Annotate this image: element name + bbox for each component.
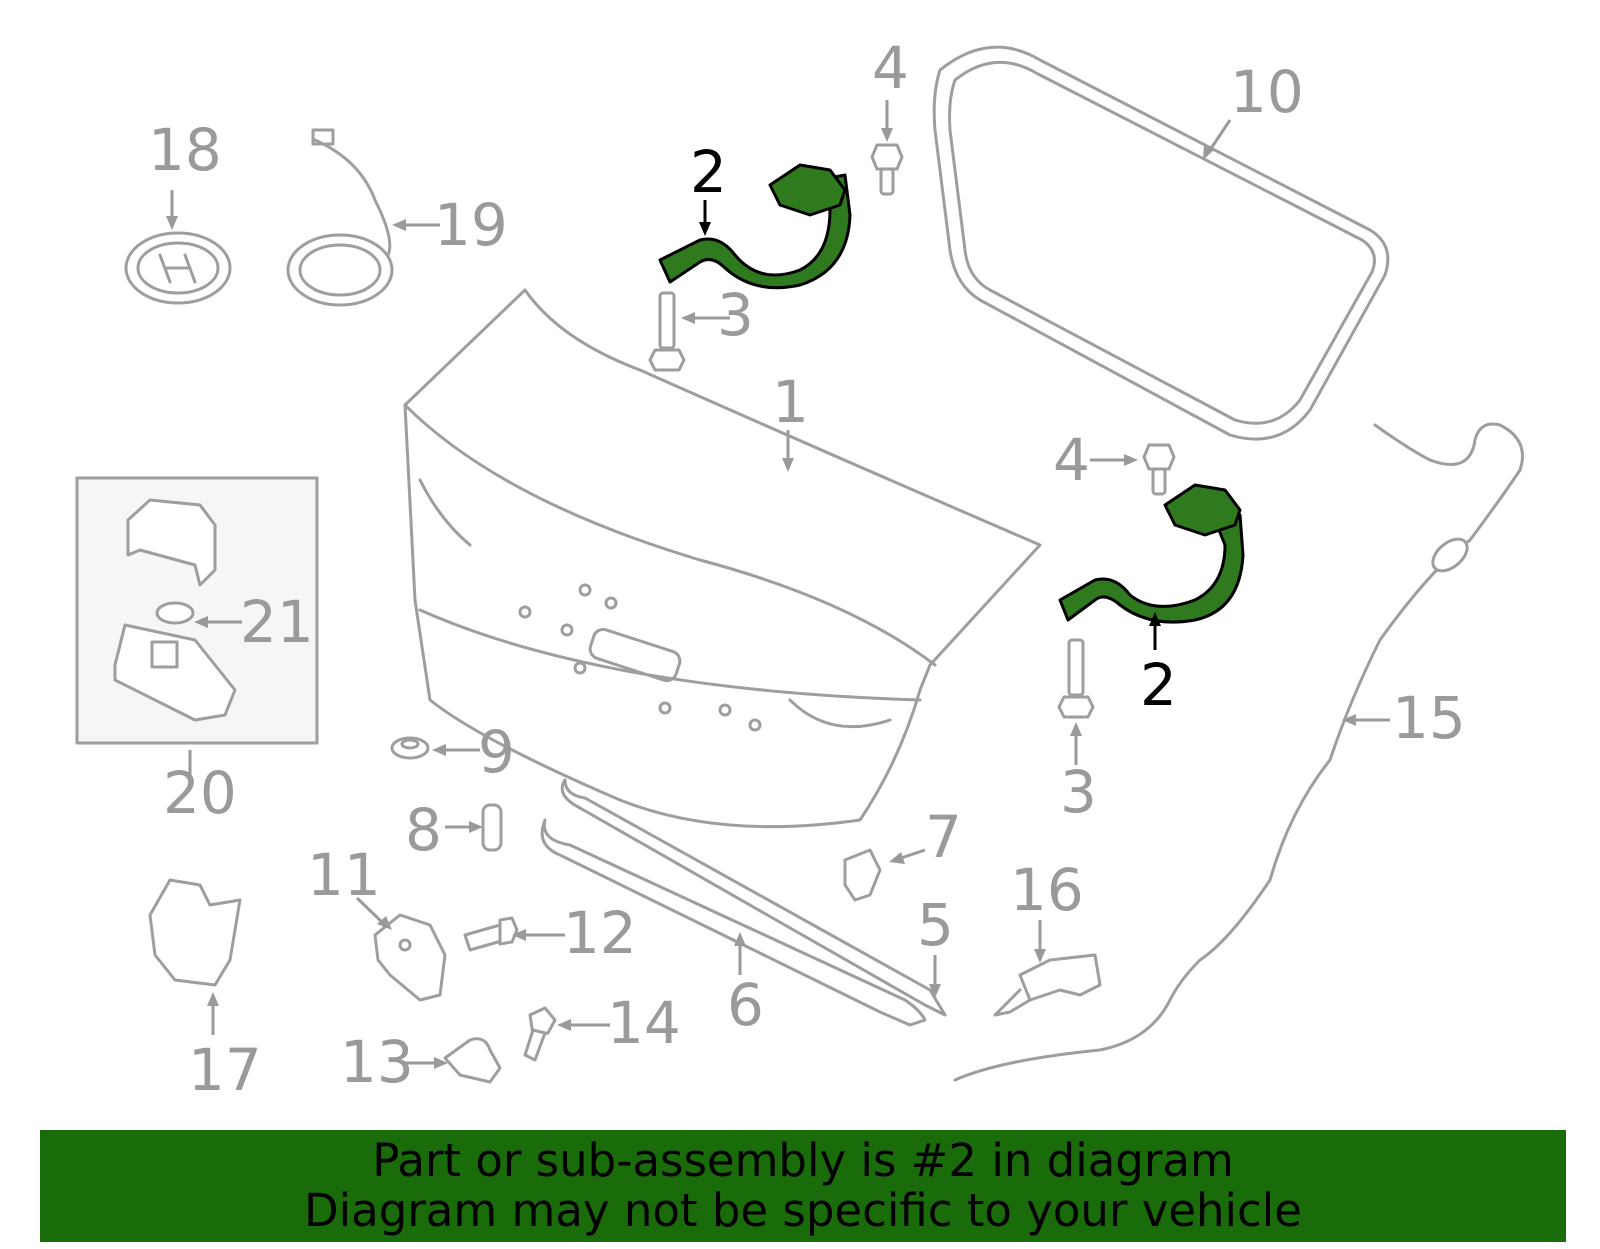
- callout-18: 18: [148, 116, 222, 184]
- callout-2-upper: 2: [690, 138, 727, 206]
- part-10-weatherstrip[interactable]: [932, 45, 1390, 441]
- callout-3-lower: 3: [1060, 758, 1097, 826]
- leader-lines: [166, 100, 1390, 1069]
- callout-17: 17: [188, 1036, 262, 1104]
- part-14-bolt[interactable]: [523, 1006, 557, 1062]
- banner-line-1: Part or sub-assembly is #2 in diagram: [372, 1134, 1234, 1187]
- callout-13: 13: [340, 1028, 414, 1096]
- callout-11: 11: [307, 841, 381, 909]
- banner-line-2: Diagram may not be specific to your vehi…: [304, 1184, 1302, 1237]
- part-9-grommet[interactable]: [390, 736, 430, 760]
- part-3-bolt-upper[interactable]: [648, 291, 686, 372]
- callout-19: 19: [434, 191, 508, 259]
- parts-diagram: 1 2 2 3 3 4 4 5 6 7 8 9 10 11 12 13 14 1…: [75, 34, 1524, 1104]
- callout-6: 6: [727, 971, 764, 1039]
- part-18-emblem[interactable]: [124, 231, 232, 305]
- part-4-bolt-upper[interactable]: [870, 143, 904, 196]
- callout-3-upper: 3: [717, 281, 754, 349]
- part-6-support-rod[interactable]: [540, 818, 927, 1027]
- callout-21: 21: [240, 588, 314, 656]
- callout-numbers: 1 2 2 3 3 4 4 5 6 7 8 9 10 11 12 13 14 1…: [148, 34, 1466, 1104]
- part-4-bolt-lower[interactable]: [1142, 443, 1176, 496]
- part-15-release-cable[interactable]: [953, 422, 1524, 1082]
- part-12-bolt[interactable]: [463, 916, 519, 952]
- callout-5: 5: [917, 891, 954, 959]
- callout-4-upper: 4: [872, 34, 909, 102]
- callout-4-lower: 4: [1053, 426, 1090, 494]
- part-3-bolt-lower[interactable]: [1057, 638, 1095, 719]
- part-1-trunk-lid[interactable]: [403, 288, 1042, 829]
- part-16-actuator[interactable]: [993, 953, 1102, 1017]
- info-banner: Part or sub-assembly is #2 in diagram Di…: [40, 1130, 1566, 1242]
- callout-1: 1: [772, 368, 809, 436]
- callout-8: 8: [405, 796, 442, 864]
- part-19-emblem-camera[interactable]: [286, 128, 394, 307]
- callout-15: 15: [1392, 684, 1466, 752]
- part-2-hinge-lower[interactable]: [1058, 483, 1245, 624]
- part-17-trunk-light[interactable]: [148, 878, 242, 987]
- part-8-bumper[interactable]: [481, 803, 503, 852]
- part-13-striker[interactable]: [443, 1037, 502, 1084]
- part-5-support-rod[interactable]: [560, 778, 947, 1017]
- callout-7: 7: [925, 803, 962, 871]
- part-11-latch[interactable]: [373, 913, 447, 1002]
- part-7-clip[interactable]: [843, 848, 882, 902]
- callout-9: 9: [478, 718, 515, 786]
- callout-2-lower: 2: [1140, 651, 1177, 719]
- callout-10: 10: [1230, 58, 1304, 126]
- part-2-hinge-upper[interactable]: [658, 163, 852, 290]
- callout-12: 12: [563, 899, 637, 967]
- callout-14: 14: [607, 989, 681, 1057]
- callout-20: 20: [163, 759, 237, 827]
- callout-16: 16: [1010, 856, 1084, 924]
- part-20-lamp-assembly[interactable]: [75, 476, 319, 745]
